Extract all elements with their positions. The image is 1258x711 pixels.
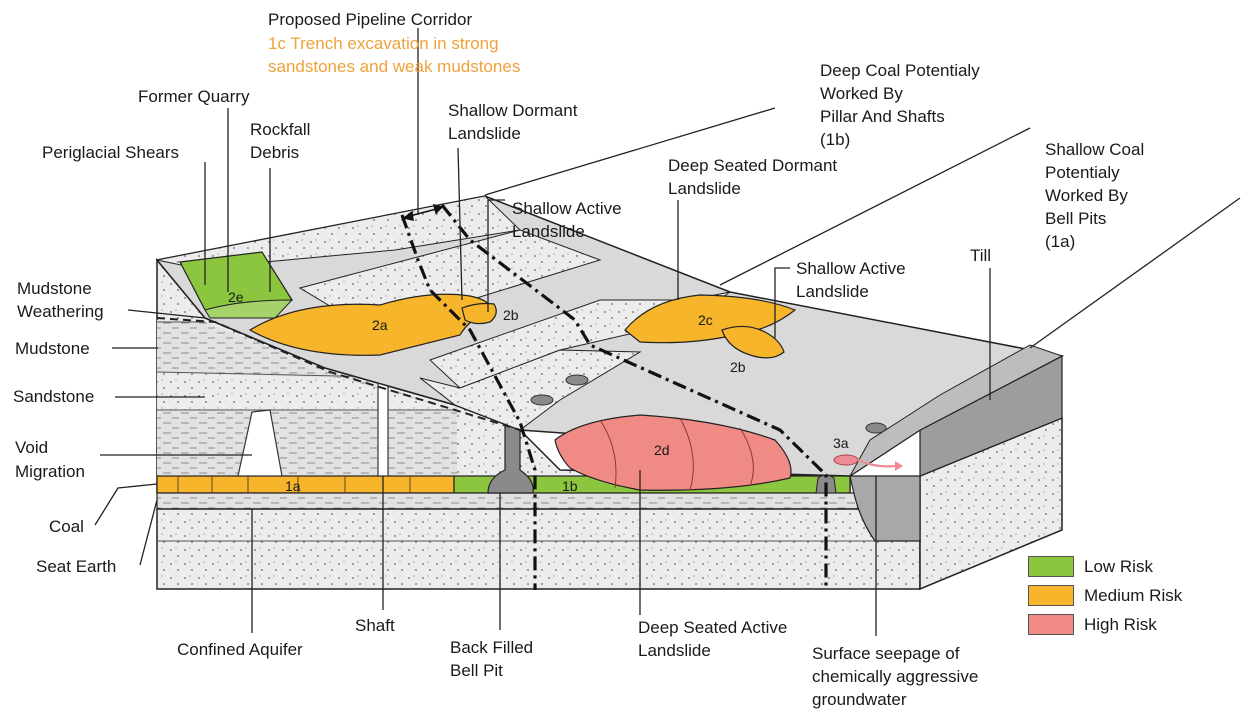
pipeline-corridor-lines — [400, 204, 828, 590]
label-shallow-active-1b: Landslide — [512, 222, 585, 241]
pipeline-line-left — [400, 214, 537, 590]
label-bell-pit-1: Back Filled — [450, 638, 533, 657]
label-deep-dormant-1: Deep Seated Dormant — [668, 156, 837, 175]
void-migration — [237, 409, 283, 477]
label-bell-pit-2: Bell Pit — [450, 661, 503, 680]
label-shallow-dormant-2: Landslide — [448, 124, 521, 143]
label-deep-coal-4: (1b) — [820, 130, 850, 149]
label-shallow-active-2b: Landslide — [796, 282, 869, 301]
seepage-arrow — [857, 459, 896, 468]
risk-legend: Low Risk Medium Risk High Risk — [1028, 552, 1248, 639]
label-pipeline-sub-2: sandstones and weak mudstones — [268, 57, 520, 76]
legend-label-low: Low Risk — [1084, 556, 1153, 576]
top-surface — [155, 195, 1065, 491]
seepage-3a — [833, 454, 859, 466]
label-pipeline-title: Proposed Pipeline Corridor — [268, 10, 472, 29]
label-mudstone: Mudstone — [15, 339, 90, 358]
tag-3a: 3a — [833, 435, 849, 451]
legend-swatch-low — [1028, 556, 1074, 577]
depression-3 — [865, 422, 887, 434]
label-deep-coal-2: Worked By — [820, 84, 903, 103]
label-former-quarry: Former Quarry — [138, 87, 250, 106]
tag-2d: 2d — [654, 442, 670, 458]
legend-item-high: High Risk — [1028, 610, 1248, 639]
label-shaft: Shaft — [355, 616, 395, 635]
label-periglacial: Periglacial Shears — [42, 143, 179, 162]
label-mudstone-weathering-1: Mudstone — [17, 279, 92, 298]
legend-swatch-high — [1028, 614, 1074, 635]
label-deep-active-2: Landslide — [638, 641, 711, 660]
seat-earth-layer — [156, 492, 921, 510]
label-sandstone: Sandstone — [13, 387, 94, 406]
coal-seam-1a — [156, 475, 455, 494]
label-pipeline-sub-1: 1c Trench excavation in strong — [268, 34, 499, 53]
label-seepage-3: groundwater — [812, 690, 907, 709]
lower-strata — [156, 508, 921, 590]
label-till: Till — [970, 246, 991, 265]
lower-mudstone-band — [157, 410, 457, 476]
label-shallow-dormant-1: Shallow Dormant — [448, 101, 578, 120]
legend-item-medium: Medium Risk — [1028, 581, 1248, 610]
label-void-1: Void — [15, 438, 48, 457]
label-shallow-coal-3: Worked By — [1045, 186, 1128, 205]
legend-label-medium: Medium Risk — [1084, 585, 1183, 605]
label-confined-aquifer: Confined Aquifer — [177, 640, 303, 659]
label-shallow-coal-2: Potentialy — [1045, 163, 1120, 182]
leader-lines — [94, 28, 1241, 636]
labels: Proposed Pipeline Corridor 1c Trench exc… — [13, 10, 1144, 709]
label-void-2: Migration — [15, 462, 85, 481]
label-deep-coal-3: Pillar And Shafts — [820, 107, 945, 126]
label-shallow-coal-5: (1a) — [1045, 232, 1075, 251]
label-rockfall-2: Debris — [250, 143, 299, 162]
tag-1a: 1a — [285, 478, 301, 494]
tag-2a: 2a — [372, 317, 388, 333]
tag-2e: 2e — [228, 289, 244, 305]
rockfall-debris — [204, 299, 294, 319]
label-shallow-active-1a: Shallow Active — [512, 199, 622, 218]
till-deposit — [849, 344, 1064, 477]
tag-2b-first: 2b — [503, 307, 519, 323]
landslide-2b-second — [721, 325, 785, 359]
label-deep-dormant-2: Landslide — [668, 179, 741, 198]
label-deep-coal-1: Deep Coal Potentialy — [820, 61, 980, 80]
till-channel — [849, 475, 921, 542]
label-rockfall-1: Rockfall — [250, 120, 310, 139]
label-mudstone-weathering-2: Weathering — [17, 302, 104, 321]
region-tags: 2e 2a 2b 2c 2b 2d 1a 1b 3a — [228, 289, 849, 494]
label-seat-earth: Seat Earth — [36, 557, 116, 576]
pipeline-width-arrow — [402, 203, 444, 221]
label-coal: Coal — [49, 517, 84, 536]
depression-1 — [565, 374, 589, 386]
label-seepage-1: Surface seepage of — [812, 644, 960, 663]
depression-2 — [530, 394, 554, 406]
landslide-2b-first — [461, 302, 497, 325]
label-shallow-coal-4: Bell Pits — [1045, 209, 1106, 228]
label-shallow-active-2a: Shallow Active — [796, 259, 906, 278]
legend-label-high: High Risk — [1084, 614, 1157, 634]
tag-2c: 2c — [698, 312, 713, 328]
tag-1b: 1b — [562, 478, 578, 494]
landslide-2d — [554, 414, 792, 491]
mudstone-weathering-line — [156, 317, 521, 431]
tag-2b-second: 2b — [730, 359, 746, 375]
legend-item-low: Low Risk — [1028, 552, 1248, 581]
front-scarp — [419, 349, 642, 431]
pipeline-line-right — [440, 204, 828, 590]
label-seepage-2: chemically aggressive — [812, 667, 978, 686]
label-shallow-coal-1: Shallow Coal — [1045, 140, 1144, 159]
legend-swatch-medium — [1028, 585, 1074, 606]
label-deep-active-1: Deep Seated Active — [638, 618, 787, 637]
